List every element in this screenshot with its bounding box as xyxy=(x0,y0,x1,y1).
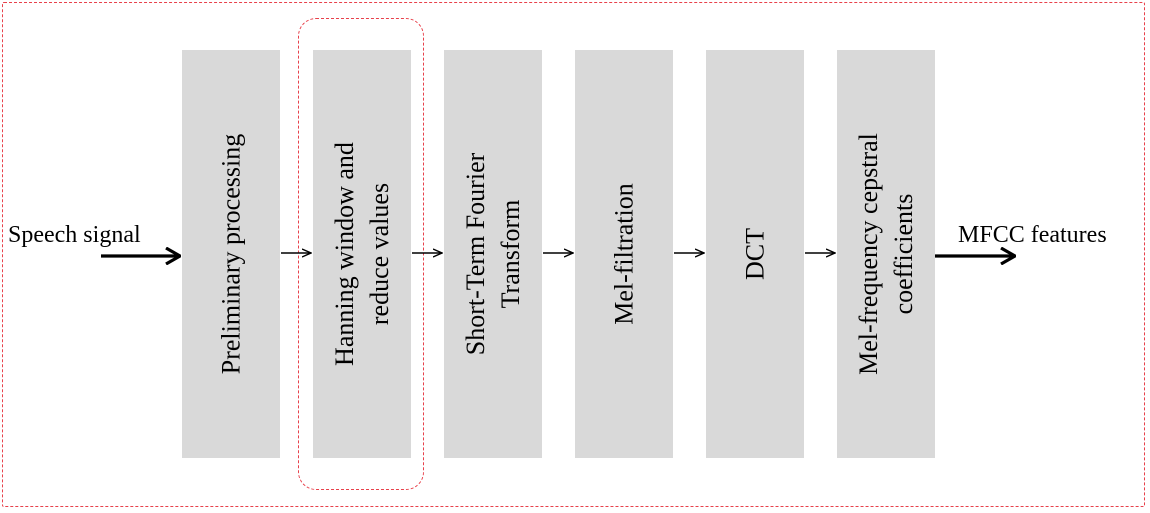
outer-dashed-border xyxy=(2,2,1145,507)
step-hanning-window: Hanning window and reduce values xyxy=(313,50,411,458)
step-stft: Short-Term Fourier Transform xyxy=(444,50,542,458)
step-mel-filtration: Mel-filtration xyxy=(575,50,673,458)
highlighted-step-border xyxy=(298,18,424,490)
input-label: Speech signal xyxy=(8,222,141,248)
step-dct: DCT xyxy=(706,50,804,458)
step-mel-frequency-cepstral-coefficients: Mel-frequency cepstral coefficients xyxy=(837,50,935,458)
output-label: MFCC features xyxy=(958,222,1107,248)
step-preliminary-processing: Preliminary processing xyxy=(182,50,280,458)
